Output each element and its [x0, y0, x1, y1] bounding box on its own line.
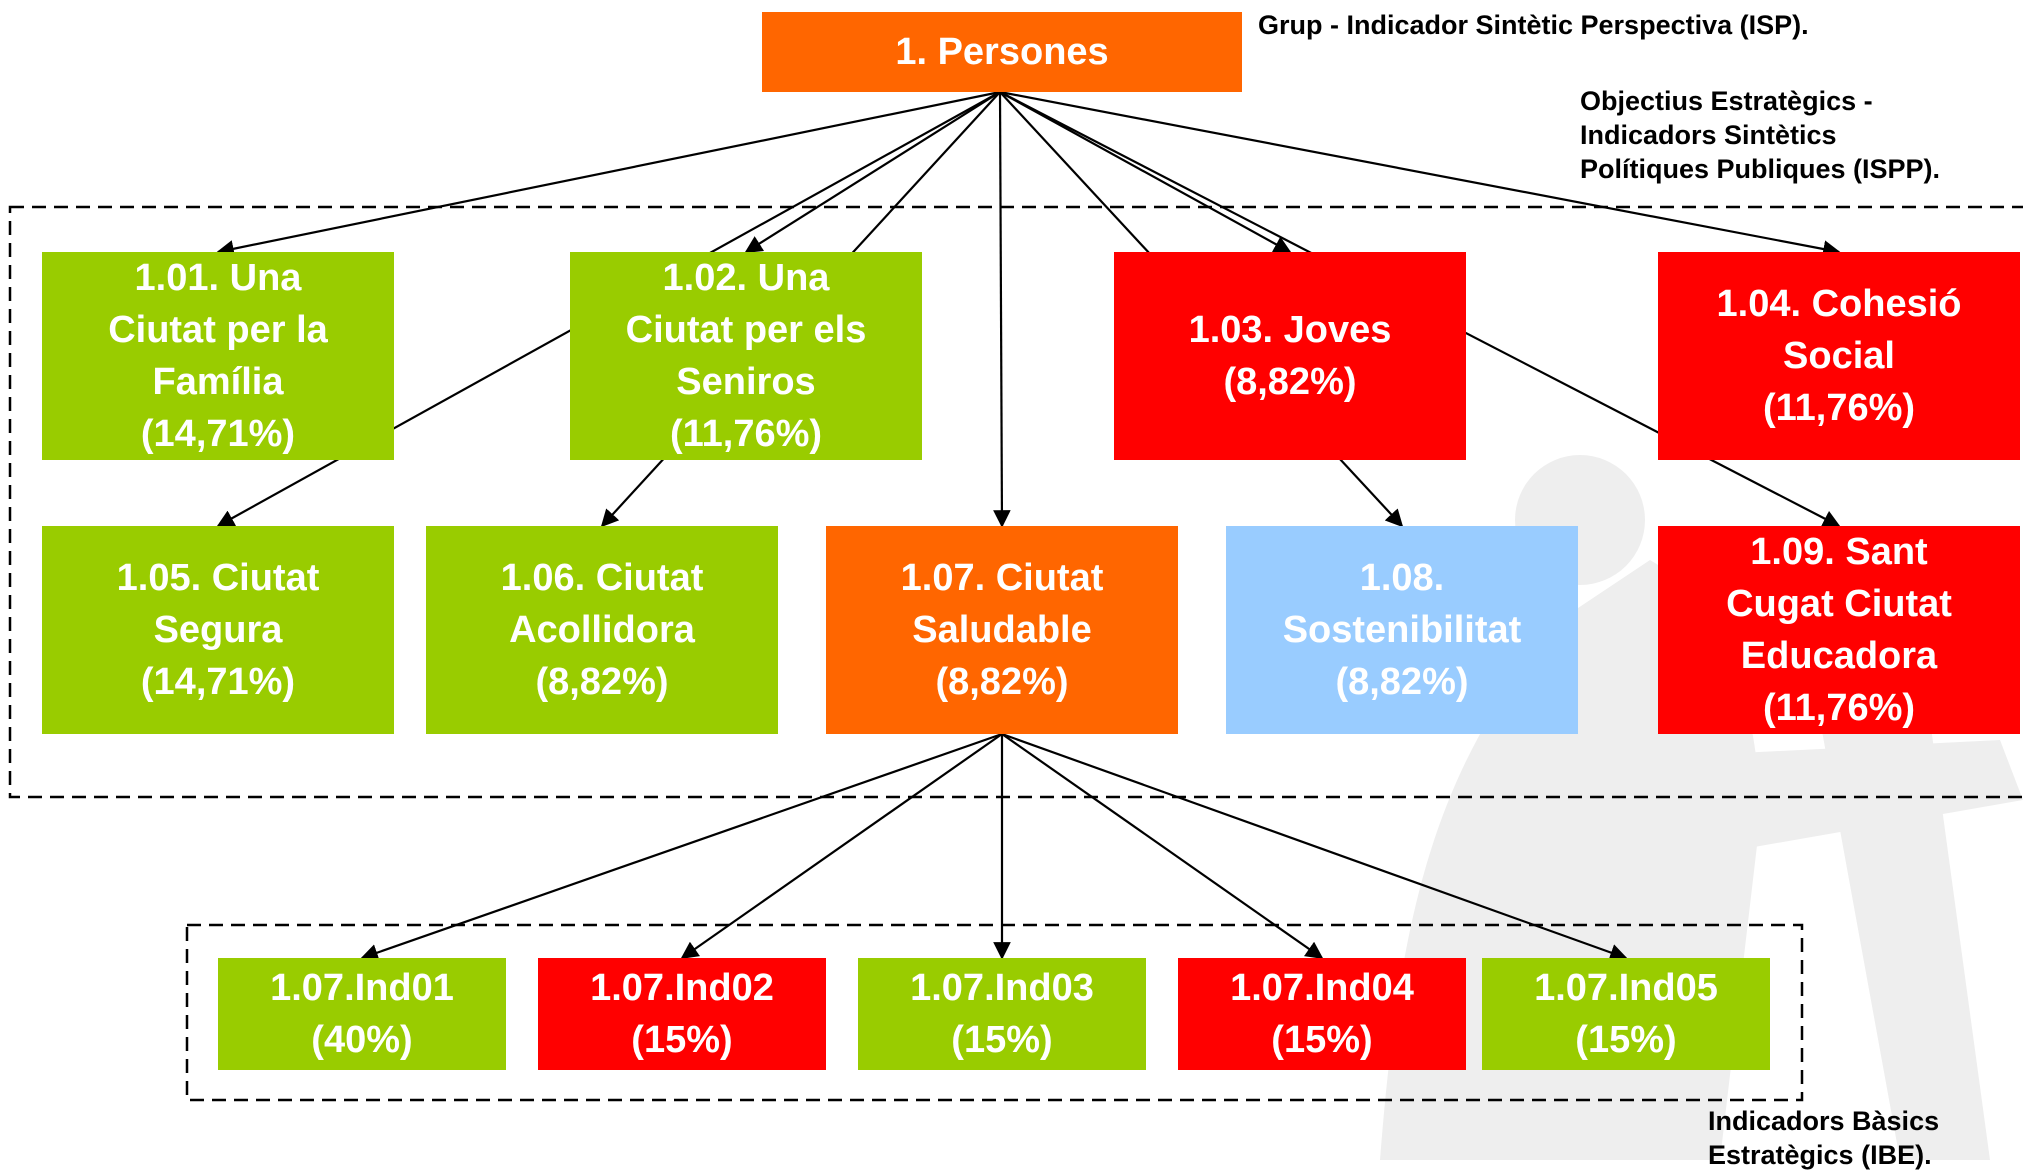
- isp-legend-text: Grup - Indicador Sintètic Perspectiva (I…: [1258, 10, 1809, 40]
- indicator-node-1-line-2: (40%): [311, 1019, 413, 1061]
- objective-node-6-line-2: Acollidora: [509, 609, 695, 651]
- root-node: 1. Persones: [762, 12, 1242, 92]
- indicator-node-1-line-1: 1.07.Ind01: [270, 967, 454, 1009]
- objective-node-9-line-1: 1.09. Sant: [1750, 531, 1928, 573]
- ispp-legend-line-3: Polítiques Publiques (ISPP).: [1580, 154, 1941, 184]
- objective-node-3-line-1: 1.03. Joves: [1188, 309, 1392, 351]
- objective-node-9-line-3: Educadora: [1740, 635, 1938, 677]
- objective-node-7-line-2: Saludable: [912, 609, 1092, 651]
- connector-root-to-1-04: [999, 90, 1841, 258]
- objective-node-6-line-3: (8,82%): [535, 661, 669, 703]
- objective-node-2-line-4: (11,76%): [669, 413, 823, 455]
- indicator-node-4-line-2: (15%): [1271, 1019, 1373, 1061]
- ibe-legend-line-2: Estratègics (IBE).: [1708, 1140, 1932, 1170]
- indicator-node-1: 1.07.Ind01 (40%): [218, 958, 506, 1070]
- isp-legend: Grup - Indicador Sintètic Perspectiva (I…: [1258, 8, 2018, 42]
- indicators-frame: [185, 923, 1804, 1102]
- indicator-node-5: 1.07.Ind05 (15%): [1482, 958, 1770, 1070]
- root-label: 1. Persones: [895, 31, 1109, 73]
- objective-node-4-line-2: Social: [1783, 335, 1895, 377]
- connector-1-07-to-ind02: [680, 733, 1003, 960]
- connector-root-to-1-01: [216, 90, 1001, 258]
- objective-node-9-line-2: Cugat Ciutat: [1726, 583, 1952, 625]
- indicator-node-2-line-1: 1.07.Ind02: [590, 967, 774, 1009]
- objective-node-8: 1.08. Sostenibilitat (8,82%): [1226, 526, 1578, 734]
- objective-node-7-line-1: 1.07. Ciutat: [900, 557, 1104, 599]
- objective-node-4-line-3: (11,76%): [1762, 387, 1916, 429]
- objective-node-5-line-1: 1.05. Ciutat: [116, 557, 320, 599]
- objective-node-3-line-2: (8,82%): [1223, 361, 1357, 403]
- objective-node-2-line-2: Ciutat per els: [625, 309, 867, 351]
- objective-node-5-line-2: Segura: [153, 609, 283, 651]
- indicator-node-2: 1.07.Ind02 (15%): [538, 958, 826, 1070]
- objectives-frame: [8, 205, 2023, 799]
- objective-node-1-line-2: Ciutat per la: [108, 309, 328, 351]
- ispp-legend-line-1: Objectius Estratègics -: [1580, 86, 1873, 116]
- objective-node-4-line-1: 1.04. Cohesió: [1716, 283, 1962, 325]
- indicator-node-5-line-1: 1.07.Ind05: [1534, 967, 1718, 1009]
- indicator-node-2-line-2: (15%): [631, 1019, 733, 1061]
- objective-node-6-line-1: 1.06. Ciutat: [500, 557, 704, 599]
- objective-node-2-line-3: Seniros: [676, 361, 816, 403]
- indicator-node-3: 1.07.Ind03 (15%): [858, 958, 1146, 1070]
- indicator-node-4-line-1: 1.07.Ind04: [1230, 967, 1414, 1009]
- objective-node-1-line-3: Família: [152, 361, 284, 403]
- objective-node-8-line-1: 1.08.: [1359, 557, 1445, 599]
- connector-root-to-1-07: [993, 91, 1011, 528]
- connector-1-07-to-ind01: [360, 732, 1003, 962]
- ibe-legend-line-1: Indicadors Bàsics: [1708, 1106, 1940, 1136]
- objective-node-5-line-3: (14,71%): [140, 661, 296, 703]
- objective-node-2-line-1: 1.02. Una: [662, 257, 830, 299]
- indicator-node-5-line-2: (15%): [1575, 1019, 1677, 1061]
- objective-node-1-line-1: 1.01. Una: [134, 257, 302, 299]
- ibe-legend: Indicadors Bàsics Estratègics (IBE).: [1708, 1104, 2018, 1172]
- indicator-node-3-line-2: (15%): [951, 1019, 1053, 1061]
- connector-root-to-1-03: [999, 91, 1292, 253]
- objective-node-8-line-3: (8,82%): [1335, 661, 1469, 703]
- objective-node-9-line-4: (11,76%): [1762, 687, 1916, 729]
- ispp-legend-line-2: Indicadors Sintètics: [1580, 120, 1837, 150]
- objective-node-1-line-4: (14,71%): [140, 413, 296, 455]
- objective-node-7-line-3: (8,82%): [935, 661, 1069, 703]
- ispp-legend: Objectius Estratègics - Indicadors Sintè…: [1580, 84, 2020, 186]
- objective-node-8-line-2: Sostenibilitat: [1282, 609, 1522, 651]
- objective-node-3: 1.03. Joves (8,82%): [1114, 252, 1466, 460]
- connector-root-to-1-02: [744, 91, 1001, 253]
- indicator-node-3-line-1: 1.07.Ind03: [910, 967, 1094, 1009]
- indicator-node-4: 1.07.Ind04 (15%): [1178, 958, 1466, 1070]
- connector-1-07-to-ind05: [1001, 732, 1628, 961]
- connector-1-07-to-ind04: [1001, 733, 1324, 960]
